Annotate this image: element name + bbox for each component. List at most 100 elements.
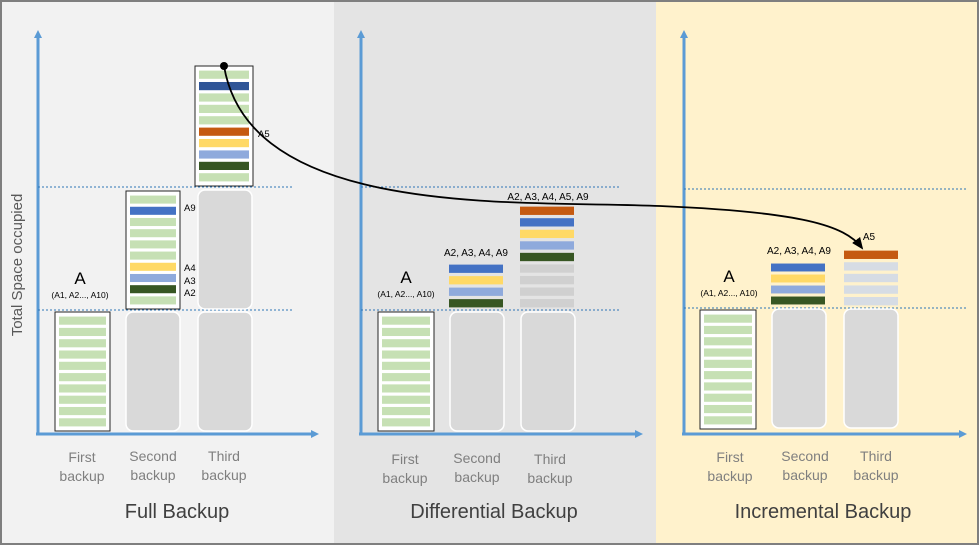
block-stripe	[382, 361, 430, 370]
block-stripe	[130, 229, 176, 238]
block-stripe	[59, 339, 106, 348]
block-stripe	[130, 206, 176, 215]
x-label-second-1: Second	[453, 450, 500, 466]
block-stripe	[520, 299, 574, 308]
block-stripe	[382, 350, 430, 359]
block-stripe	[130, 262, 176, 271]
second-backup-label: A2, A3, A4, A9	[444, 248, 508, 259]
block-stripe	[704, 337, 752, 346]
label-a5: A5	[258, 129, 270, 140]
block-stripe	[449, 276, 503, 285]
block-stripe	[382, 327, 430, 337]
block-stripe	[844, 285, 898, 294]
block-stripe	[199, 104, 249, 114]
block-stripe	[704, 359, 752, 368]
block-stripe	[771, 285, 825, 294]
base-label: A	[400, 268, 412, 287]
third-backup-placeholder	[520, 311, 576, 432]
third-backup-placeholder	[843, 308, 899, 429]
panel-title: Differential Backup	[410, 501, 578, 523]
a5-arrow	[223, 65, 864, 250]
third-backup-label: A2, A3, A4, A5, A9	[507, 192, 589, 203]
block-stripe	[59, 373, 106, 382]
x-label-second-1: Second	[129, 448, 176, 464]
x-label-second-2: backup	[782, 467, 827, 483]
third-backup-label: A5	[863, 232, 876, 243]
block-stripe	[704, 382, 752, 391]
base-label: A	[74, 269, 86, 288]
label-a3: A3	[184, 276, 196, 287]
block-stripe	[59, 350, 106, 359]
block-stripe	[59, 418, 106, 427]
x-label-first-1: First	[68, 449, 95, 465]
x-label-third-2: backup	[853, 467, 898, 483]
block-stripe	[844, 273, 898, 283]
block-stripe	[199, 70, 249, 79]
label-a2: A2	[184, 288, 196, 299]
panel-full-backup: A (A1, A2..., A10) A9 A4 A3 A2 A5 First …	[34, 30, 319, 523]
block-stripe	[382, 418, 430, 427]
block-stripe	[199, 150, 249, 159]
panel-differential-backup: A (A1, A2..., A10) A2, A3, A4, A9 A2, A3…	[357, 30, 643, 523]
second-backup-block	[449, 264, 503, 308]
x-label-first-1: First	[716, 449, 743, 465]
label-a4: A4	[184, 263, 196, 274]
block-stripe	[520, 264, 574, 273]
block-stripe	[199, 116, 249, 125]
x-label-first-2: backup	[382, 470, 427, 486]
second-backup-placeholder	[771, 308, 827, 429]
panel-title: Incremental Backup	[735, 501, 912, 523]
block-stripe	[59, 384, 106, 393]
block-stripe	[771, 263, 825, 272]
block-stripe	[130, 273, 176, 283]
x-label-third-1: Third	[860, 448, 892, 464]
block-stripe	[704, 404, 752, 414]
second-backup-placeholder	[125, 311, 181, 432]
block-stripe	[382, 406, 430, 416]
block-stripe	[520, 241, 574, 250]
block-stripe	[130, 217, 176, 227]
x-label-second-1: Second	[781, 448, 828, 464]
block-stripe	[199, 93, 249, 102]
block-stripe	[130, 296, 176, 305]
block-stripe	[704, 371, 752, 380]
block-stripe	[704, 314, 752, 323]
block-stripe	[382, 339, 430, 348]
block-stripe	[199, 81, 249, 91]
block-stripe	[199, 173, 249, 182]
block-stripe	[130, 285, 176, 294]
x-label-second-2: backup	[454, 469, 499, 485]
block-stripe	[704, 348, 752, 357]
block-stripe	[59, 406, 106, 416]
block-stripe	[59, 327, 106, 337]
block-stripe	[844, 250, 898, 259]
x-label-third-1: Third	[534, 451, 566, 467]
second-backup-block	[771, 263, 825, 305]
panel-incremental-backup: A (A1, A2..., A10) A2, A3, A4, A9 A5 Fir…	[680, 30, 967, 523]
block-stripe	[199, 161, 249, 171]
block-stripe	[520, 252, 574, 262]
block-stripe	[844, 297, 898, 306]
block-stripe	[130, 195, 176, 204]
block-stripe	[771, 296, 825, 305]
block-stripe	[199, 127, 249, 136]
x-label-first-1: First	[391, 451, 418, 467]
panel-incremental-background	[656, 0, 979, 545]
base-label: A	[723, 267, 735, 286]
third-backup-block	[844, 250, 898, 306]
x-label-first-2: backup	[707, 468, 752, 484]
block-stripe	[199, 138, 249, 148]
block-stripe	[449, 264, 503, 273]
x-label-third-2: backup	[201, 467, 246, 483]
block-stripe	[704, 416, 752, 425]
block-stripe	[771, 274, 825, 283]
block-stripe	[59, 361, 106, 370]
block-stripe	[59, 316, 106, 325]
block-stripe	[520, 229, 574, 239]
base-sublabel: (A1, A2..., A10)	[51, 290, 108, 300]
block-stripe	[449, 287, 503, 296]
block-stripe	[520, 275, 574, 285]
second-backup-placeholder	[449, 311, 505, 432]
block-stripe	[59, 395, 106, 404]
block-stripe	[520, 218, 574, 227]
